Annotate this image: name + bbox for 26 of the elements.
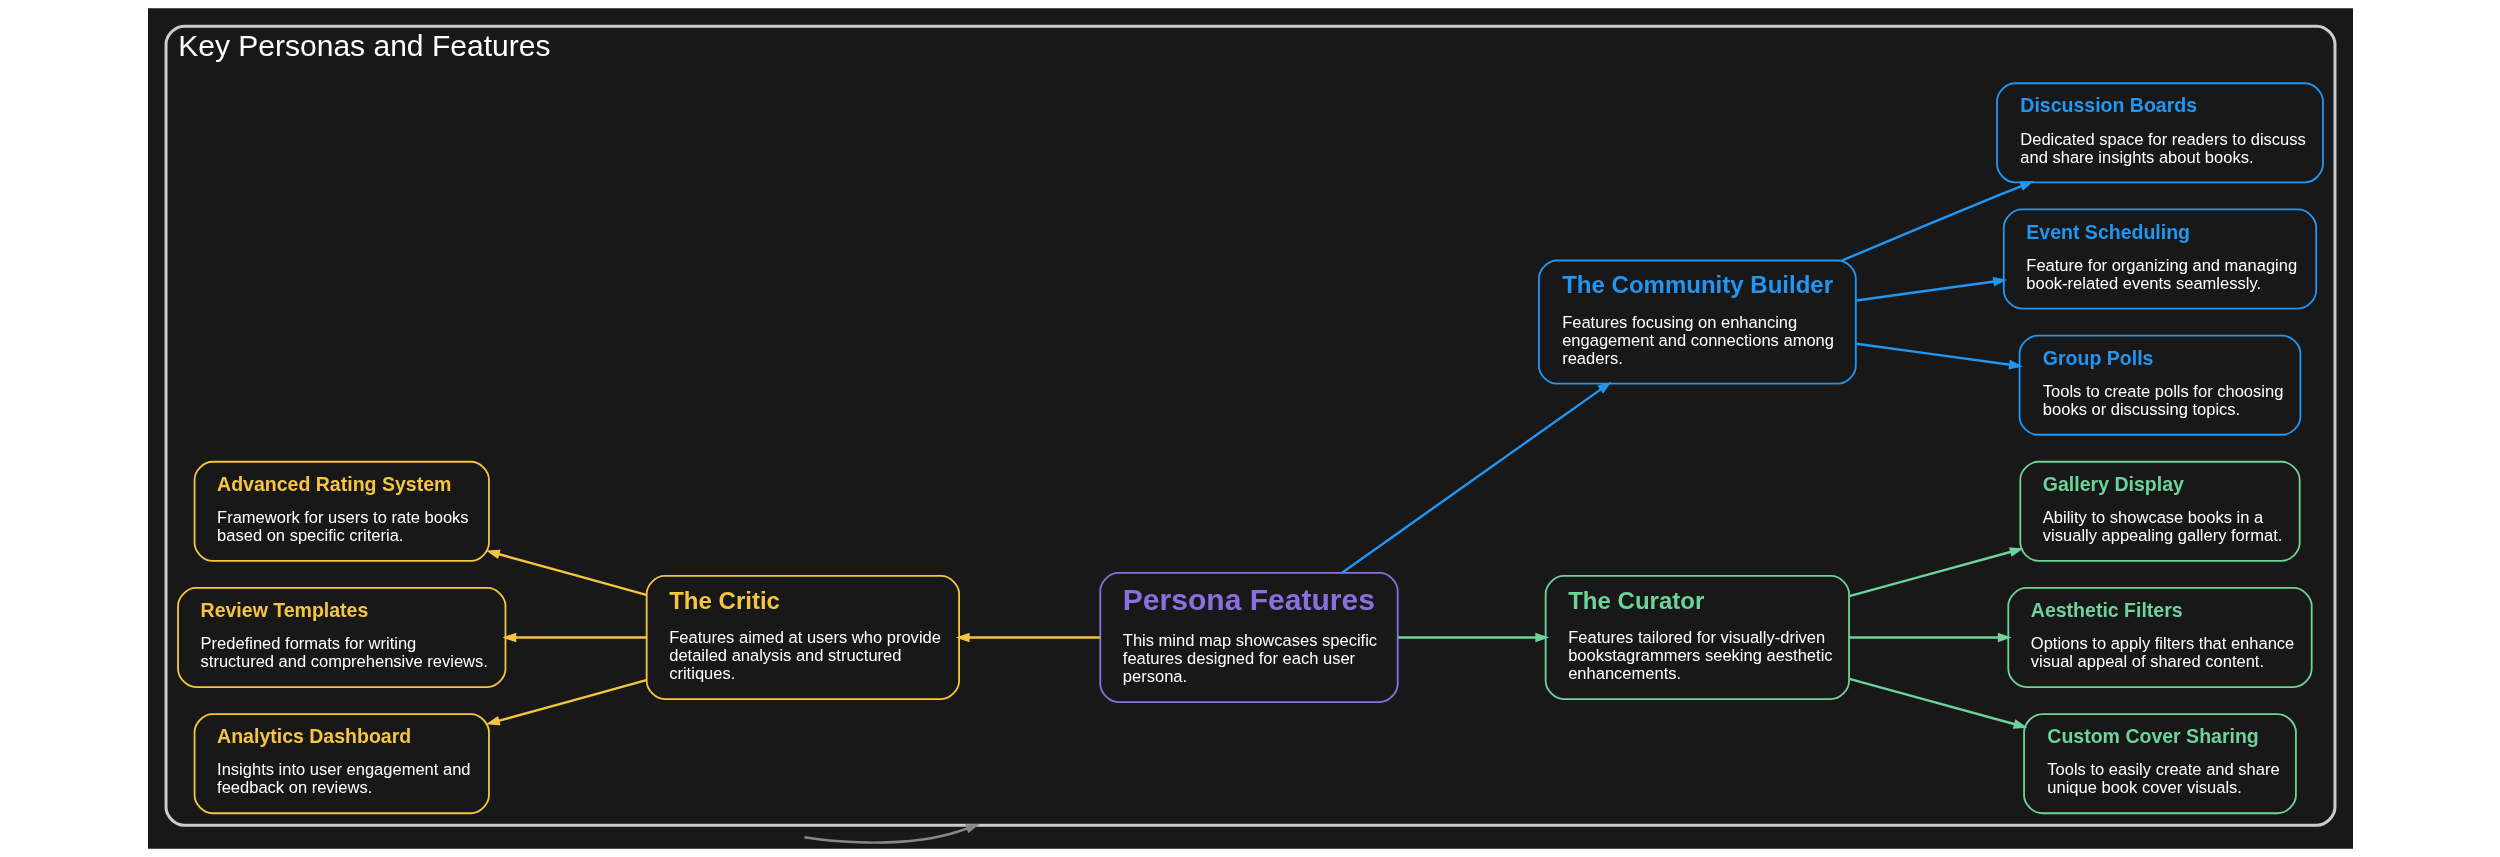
- arrow: [1855, 276, 2007, 302]
- arrow: [1841, 181, 2034, 262]
- arrow: [955, 632, 1100, 643]
- arrow: [1848, 677, 2027, 729]
- arrow: [1397, 632, 1549, 643]
- arrow: [1855, 342, 2023, 370]
- arrow: [1848, 632, 2012, 643]
- node-box: Advanced Rating System Framework for users to rate books based on specific criteria.: [193, 460, 490, 562]
- node-box: Group Polls Tools to create polls for choosing books or discussing topics.: [2018, 334, 2301, 436]
- arrow: [1340, 381, 1612, 574]
- arrow: [803, 824, 980, 844]
- node-box: Custom Cover Sharing Tools to easily create and share unique book cover visuals.: [2022, 713, 2297, 815]
- node-box: Persona Features This mind map showcases specific features designed for each user persona.: [1098, 572, 1399, 703]
- node-box: Review Templates Predefined formats for writing structured and comprehensive reviews.: [176, 587, 506, 688]
- node-box: The Community Builder Features focusing on enhancing engagement and connections among readers.: [1537, 259, 1857, 385]
- node-box: Aesthetic Filters Options to apply filters that enhance visual appeal of shared content.: [2006, 587, 2313, 688]
- arrow: [485, 679, 647, 726]
- node-box: The Curator Features tailored for visually-driven bookstagrammers seeking aesthetic enhancements.: [1544, 575, 1850, 700]
- node-box: Event Scheduling Feature for organizing and managing book-related events seamlessly.: [2002, 208, 2317, 310]
- arrow: [485, 549, 647, 596]
- node-box: Analytics Dashboard Insights into user engagement and feedback on reviews.: [193, 713, 490, 815]
- node-box: The Critic Features aimed at users who provide detailed analysis and structured critiques.: [645, 575, 960, 700]
- node-box: Gallery Display Ability to showcase books in a visually appealing gallery format.: [2018, 460, 2301, 562]
- node-box: Discussion Boards Dedicated space for readers to discuss and share insights about books.: [1995, 82, 2324, 184]
- arrow: [501, 632, 646, 643]
- arrow: [1848, 547, 2024, 598]
